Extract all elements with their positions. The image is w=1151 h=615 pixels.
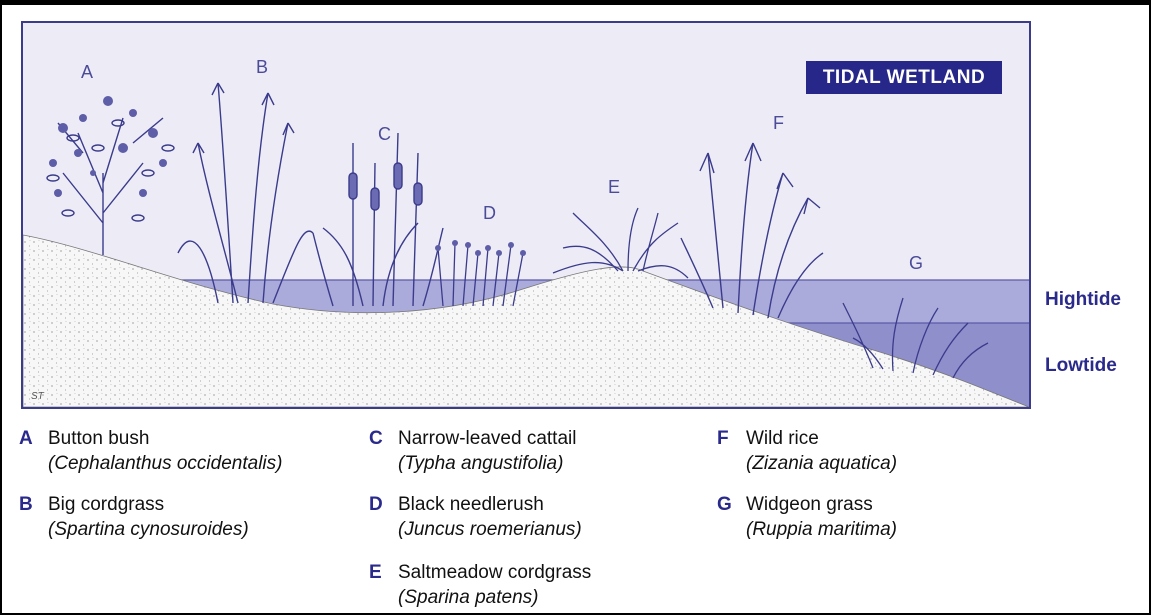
plant-label-f: F xyxy=(773,113,784,133)
plant-label-g: G xyxy=(909,253,923,273)
legend-key: B xyxy=(19,492,33,517)
legend-scientific-name: (Sparina patens) xyxy=(398,585,538,610)
plant-label-b: B xyxy=(256,57,268,77)
legend-key: G xyxy=(717,492,732,517)
legend-scientific-name: (Juncus roemerianus) xyxy=(398,517,582,542)
plant-a-button-bush xyxy=(47,96,174,255)
plant-label-c: C xyxy=(378,124,391,144)
legend-common-name: Wild rice xyxy=(746,426,819,451)
legend-common-name: Widgeon grass xyxy=(746,492,873,517)
high-tide-label: Hightide xyxy=(1045,289,1121,311)
legend-key: D xyxy=(369,492,383,517)
legend-scientific-name: (Ruppia maritima) xyxy=(746,517,897,542)
legend-key: A xyxy=(19,426,33,451)
legend-common-name: Big cordgrass xyxy=(48,492,164,517)
legend-scientific-name: (Typha angustifolia) xyxy=(398,451,563,476)
legend-common-name: Narrow-leaved cattail xyxy=(398,426,576,451)
legend-common-name: Black needlerush xyxy=(398,492,544,517)
diagram-title: TIDAL WETLAND xyxy=(806,61,1002,94)
plant-label-d: D xyxy=(483,203,496,223)
legend-key: C xyxy=(369,426,383,451)
legend-scientific-name: (Zizania aquatica) xyxy=(746,451,897,476)
artist-initials: ST xyxy=(31,391,45,402)
plant-label-a: A xyxy=(81,62,93,82)
low-tide-label: Lowtide xyxy=(1045,355,1117,377)
legend-key: E xyxy=(369,560,382,585)
legend-common-name: Button bush xyxy=(48,426,149,451)
legend-scientific-name: (Cephalanthus occidentalis) xyxy=(48,451,282,476)
plant-label-e: E xyxy=(608,177,620,197)
legend-key: F xyxy=(717,426,729,451)
legend-scientific-name: (Spartina cynosuroides) xyxy=(48,517,249,542)
legend-common-name: Saltmeadow cordgrass xyxy=(398,560,591,585)
wetland-illustration: A B C D E F G ST TIDAL WETLAND xyxy=(21,21,1031,409)
plant-e-saltmeadow xyxy=(553,208,688,278)
plant-b-big-cordgrass xyxy=(178,83,313,303)
